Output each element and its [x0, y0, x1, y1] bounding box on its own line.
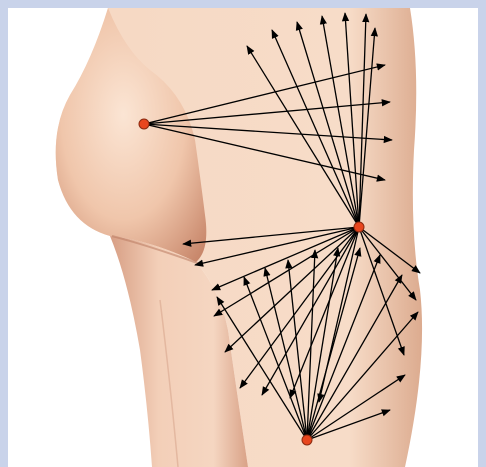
lower-thigh-point	[302, 435, 312, 445]
hip-point	[354, 222, 364, 232]
upper-buttock-point	[139, 119, 149, 129]
